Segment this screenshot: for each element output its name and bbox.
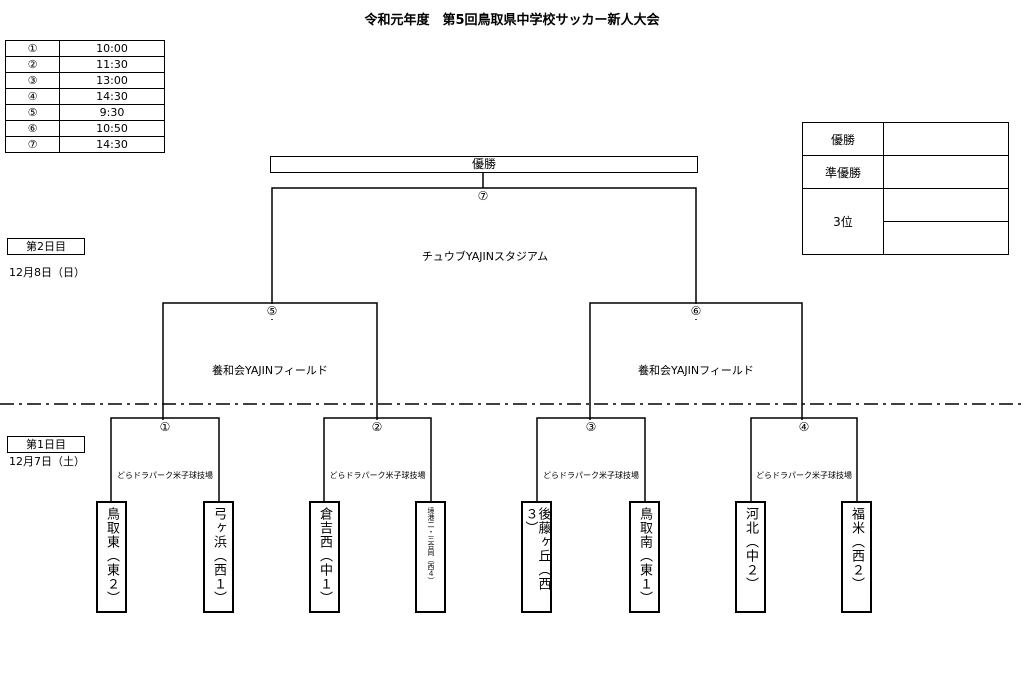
team-box: 鳥取東（東２）: [96, 501, 127, 613]
results-table: 優勝 準優勝 3位: [802, 122, 1009, 255]
match-number: ③: [5, 72, 60, 89]
team-name: 河北（中２）: [743, 507, 758, 591]
round1-venue-3: どらドラパーク米子球技場: [543, 471, 639, 480]
match-time: 9:30: [59, 104, 165, 121]
semi-left-venue: 養和会YAJINフィールド: [212, 364, 328, 377]
team-name: 弓ヶ浜（西１）: [211, 507, 226, 605]
day2-label: 第2日目: [7, 238, 85, 255]
round1-venue-4: どらドラパーク米子球技場: [756, 471, 852, 480]
third-place-value-1: [883, 188, 1009, 222]
match-number-3: ③: [581, 420, 601, 435]
champion-label: 優勝: [802, 122, 884, 156]
champion-box: 優勝: [270, 156, 698, 173]
match-number-5: ⑤: [262, 304, 282, 319]
runner-up-value: [883, 155, 1009, 189]
team-name: 後藤ヶ丘（西３）: [522, 507, 551, 591]
third-place-label: 3位: [802, 188, 884, 255]
champion-value: [883, 122, 1009, 156]
team-name: 福米（西２）: [849, 507, 864, 591]
team-box: 河北（中２）: [735, 501, 766, 613]
match-time: 14:30: [59, 136, 165, 153]
team-name: 境港二・三合同（西４）: [427, 507, 435, 584]
match-number-4: ④: [794, 420, 814, 435]
third-place-value-2: [883, 221, 1009, 255]
team-box: 福米（西２）: [841, 501, 872, 613]
team-box: 倉吉西（中１）: [309, 501, 340, 613]
match-time: 10:00: [59, 40, 165, 57]
round1-venue-2: どらドラパーク米子球技場: [329, 471, 426, 480]
team-box: 弓ヶ浜（西１）: [203, 501, 234, 613]
semi-right-venue: 養和会YAJINフィールド: [638, 364, 754, 377]
match-number-1: ①: [155, 420, 175, 435]
final-venue: チュウブYAJINスタジアム: [421, 250, 549, 263]
match-number-6: ⑥: [686, 304, 706, 319]
match-number: ④: [5, 88, 60, 105]
match-time: 13:00: [59, 72, 165, 89]
match-number: ⑦: [5, 136, 60, 153]
match-number: ⑤: [5, 104, 60, 121]
match-number: ①: [5, 40, 60, 57]
match-number: ⑥: [5, 120, 60, 137]
page-title: 令和元年度 第5回鳥取県中学校サッカー新人大会: [364, 13, 660, 28]
team-box: 鳥取南（東１）: [629, 501, 660, 613]
team-box: 境港二・三合同（西４）: [415, 501, 446, 613]
runner-up-label: 準優勝: [802, 155, 884, 189]
match-time: 14:30: [59, 88, 165, 105]
match-time: 11:30: [59, 56, 165, 73]
round1-venue-1: どらドラパーク米子球技場: [117, 471, 213, 480]
day1-label: 第1日目: [7, 436, 85, 453]
team-name: 鳥取南（東１）: [637, 507, 652, 605]
team-name: 倉吉西（中１）: [317, 507, 332, 605]
team-box: 後藤ヶ丘（西３）: [521, 501, 552, 613]
day2-date: 12月8日（日）: [9, 266, 85, 279]
match-number-7: ⑦: [473, 189, 493, 204]
team-name: 鳥取東（東２）: [104, 507, 119, 605]
match-number-2: ②: [367, 420, 387, 435]
match-number: ②: [5, 56, 60, 73]
day1-date: 12月7日（土）: [9, 455, 85, 468]
match-time: 10:50: [59, 120, 165, 137]
